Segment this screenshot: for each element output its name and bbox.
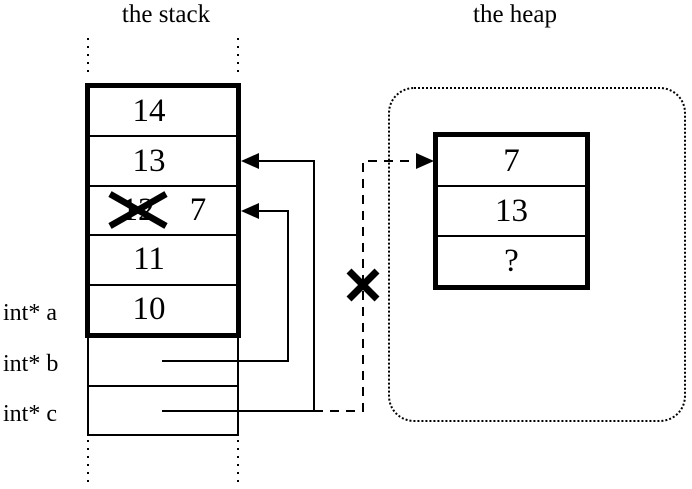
- stack-cell: 14: [90, 88, 236, 138]
- pointer-label-a: int* a: [3, 300, 57, 326]
- heap-block-box: 7 13 ?: [433, 132, 590, 290]
- pointer-c-arrowhead-icon: [241, 153, 259, 169]
- pointer-label-c: int* c: [3, 401, 57, 427]
- stack-cell-new-value: 7: [189, 192, 207, 229]
- stack-cell: 10: [90, 286, 236, 333]
- stack-cell-value: 13: [132, 142, 166, 179]
- pointer-b-arrowhead-icon: [241, 203, 259, 219]
- stack-cell: 13: [90, 137, 236, 187]
- stack-pointer-slots: [87, 338, 239, 436]
- stack-cell-old-value: 12: [121, 192, 155, 229]
- pointer-label-b: int* b: [3, 351, 59, 377]
- heap-cell-value: ?: [504, 242, 519, 279]
- heap-cell: 7: [438, 137, 585, 187]
- heap-cell-value: 7: [503, 142, 520, 179]
- stack-cell-overwritten: 12 7: [90, 187, 236, 237]
- stack-frame-box: 14 13 12 7 11 10: [85, 83, 241, 338]
- stack-cell: 11: [90, 236, 236, 286]
- invalid-pointer-cross-icon: [346, 268, 380, 302]
- heap-cell: 13: [438, 187, 585, 237]
- heap-cell: ?: [438, 237, 585, 285]
- pointer-c-slot: [89, 387, 237, 434]
- stack-cell-value: 11: [133, 241, 165, 278]
- stack-title: the stack: [121, 1, 211, 28]
- heap-title: the heap: [473, 1, 557, 28]
- stack-cell-value: 10: [132, 290, 166, 327]
- heap-cell-value: 13: [495, 192, 528, 229]
- pointer-b-slot: [89, 338, 237, 387]
- stack-cell-value: 14: [132, 93, 166, 130]
